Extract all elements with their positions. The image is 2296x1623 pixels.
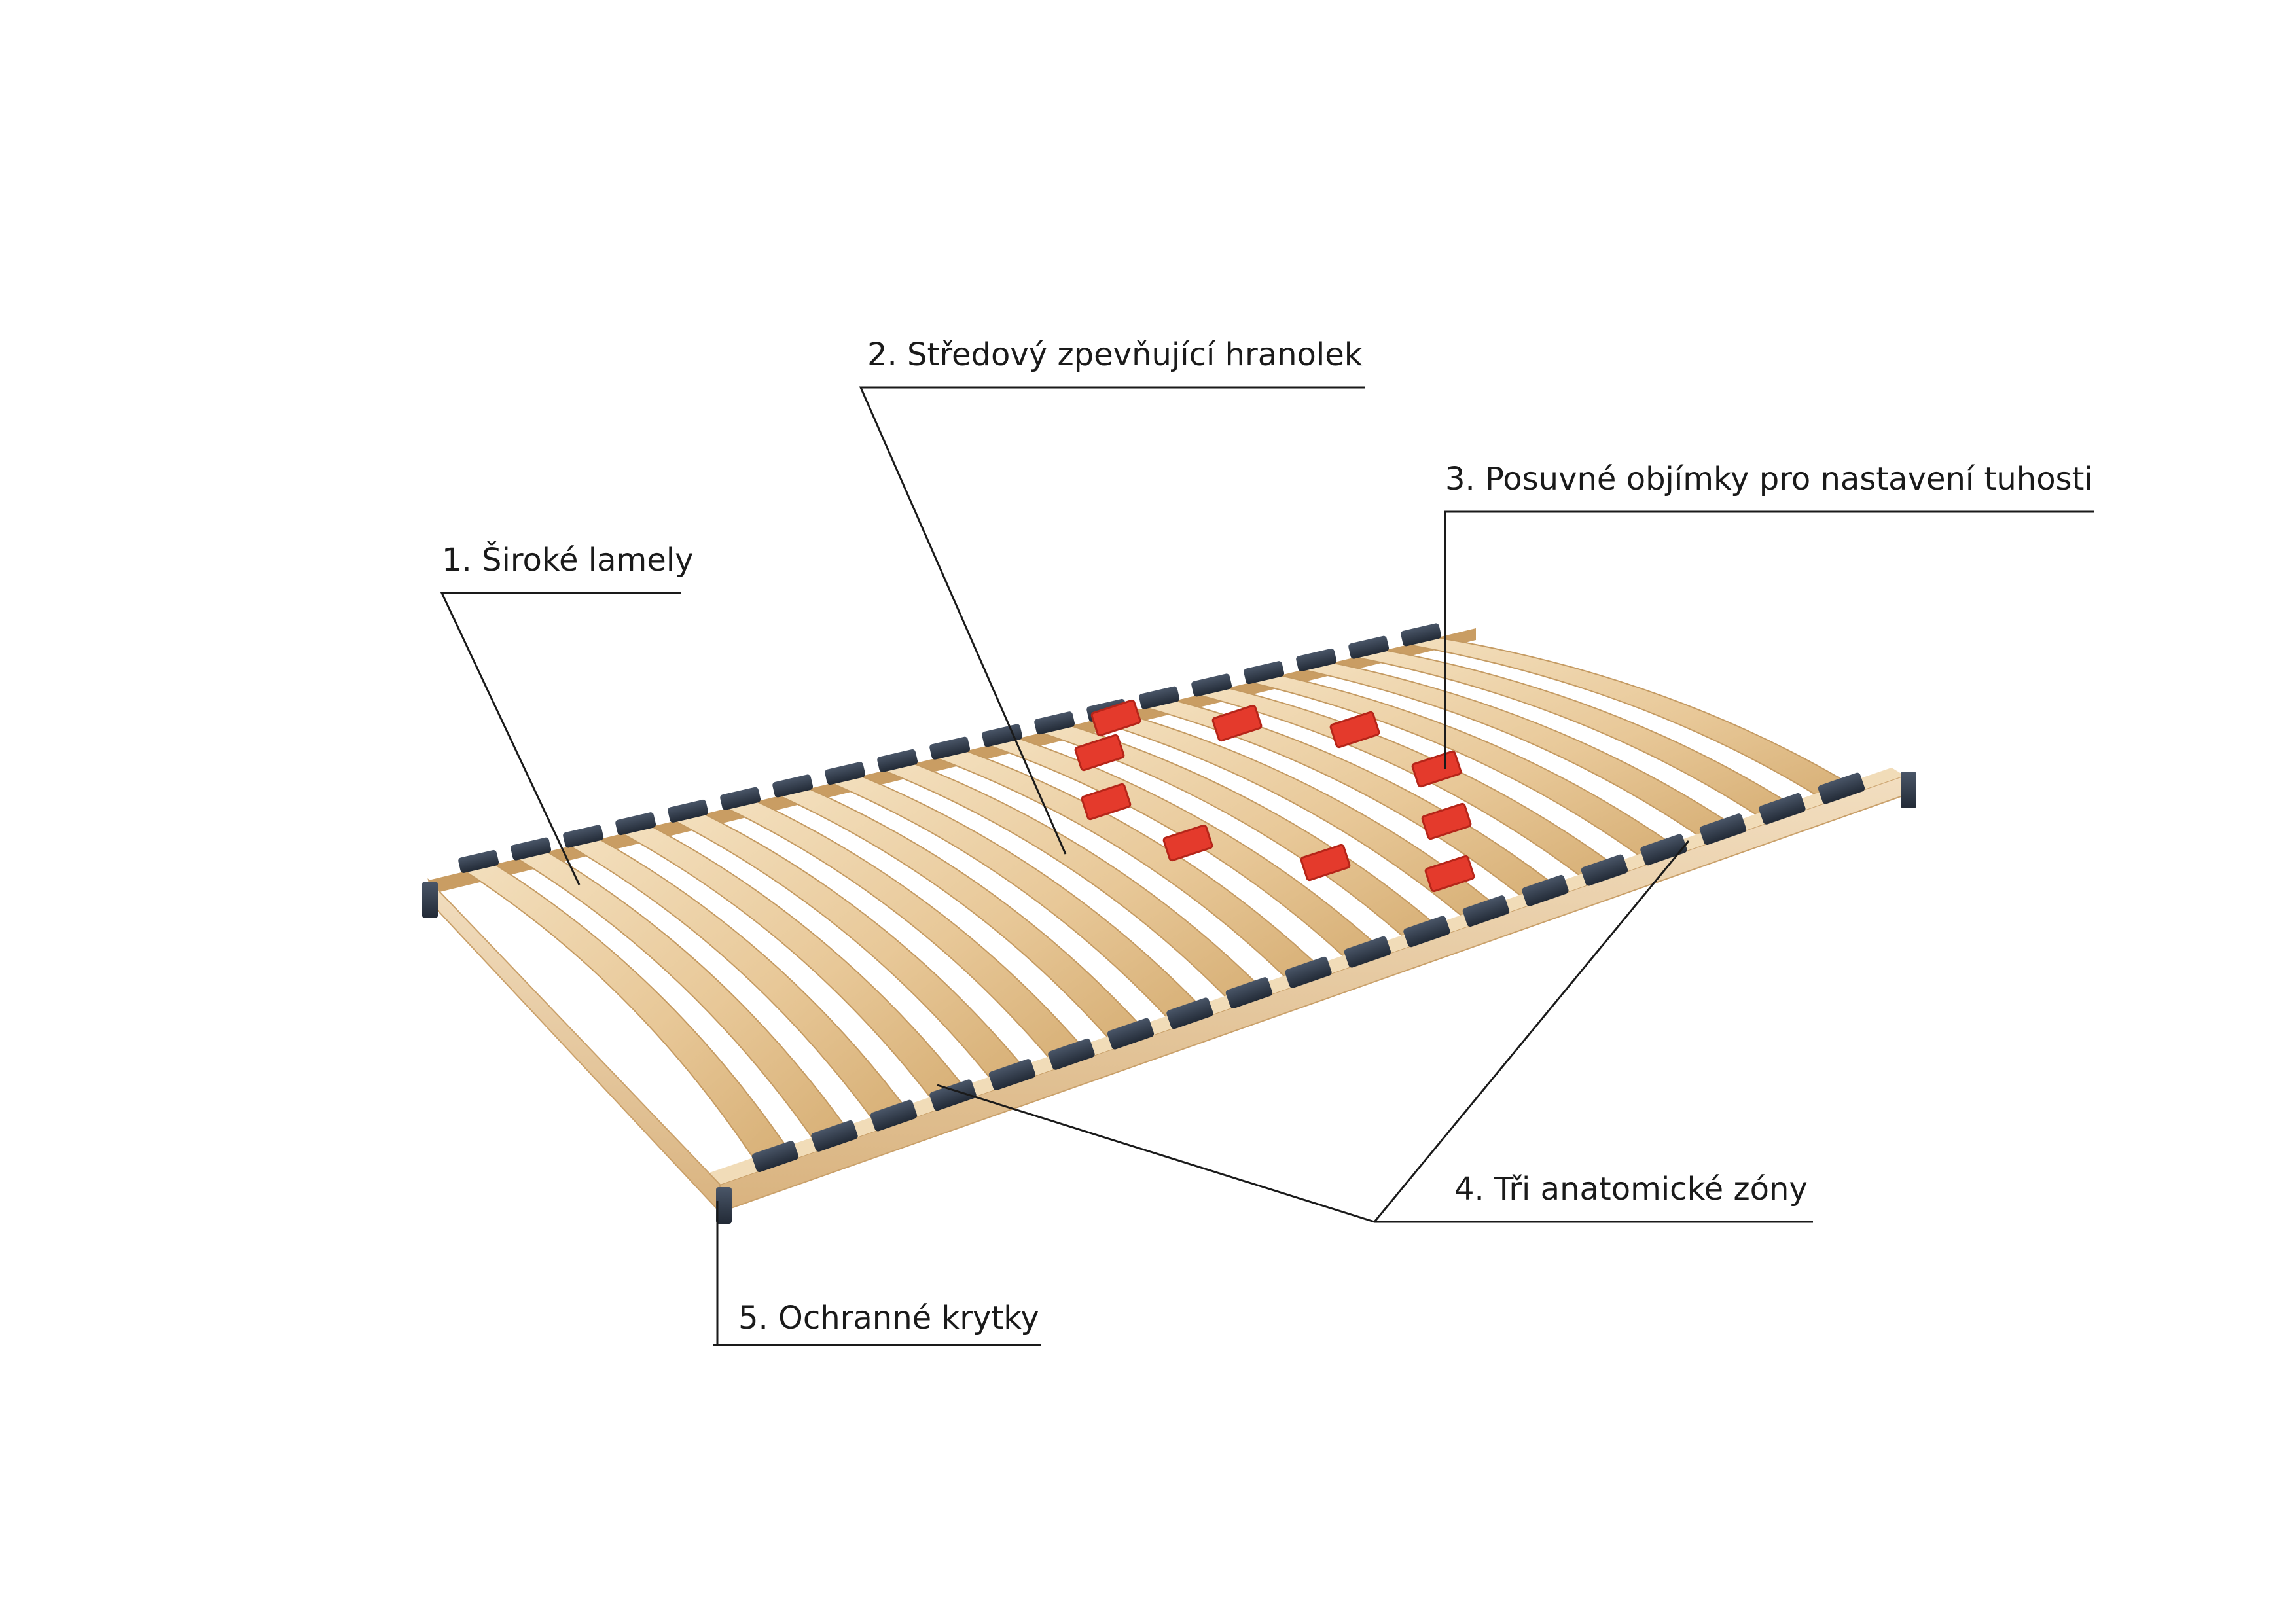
slat-cap xyxy=(1344,936,1391,968)
label-anatomic-zones: 4. Tři anatomické zóny xyxy=(1454,1171,1808,1207)
slat-cap xyxy=(1166,997,1213,1029)
slat-cap xyxy=(982,724,1023,747)
slat-cap xyxy=(1048,1038,1095,1070)
label-center-beam: 2. Středový zpevňující hranolek xyxy=(867,336,1363,373)
slat-cap xyxy=(1581,854,1628,886)
sliding-sleeve xyxy=(1074,734,1125,772)
slat-cap xyxy=(1225,977,1273,1008)
sliding-sleeve xyxy=(1329,711,1380,749)
slat-cap xyxy=(511,837,552,861)
sliding-sleeve xyxy=(1411,750,1462,788)
slat-cap xyxy=(1034,711,1075,735)
leader-anatomic-zones-2 xyxy=(1373,840,1690,1222)
protective-caps xyxy=(458,623,1865,1172)
corner-caps xyxy=(422,772,1916,1224)
slat-cap xyxy=(751,1141,799,1172)
label-wide-slats: 1. Široké lamely xyxy=(442,541,694,579)
corner-cap xyxy=(716,1187,732,1224)
slat-cap xyxy=(1296,648,1337,671)
slat-cap xyxy=(720,787,761,810)
slat-cap xyxy=(1403,916,1450,948)
sliding-sleeve xyxy=(1300,844,1351,882)
slat-cap xyxy=(772,774,814,798)
sliding-sleeve xyxy=(1162,824,1213,862)
slats xyxy=(463,637,1863,1171)
leader-sliding-sleeves xyxy=(1444,510,2094,769)
sliding-sleeve xyxy=(1081,783,1132,821)
slat-cap xyxy=(1759,793,1806,825)
slat-cap xyxy=(988,1059,1036,1090)
slat-cap xyxy=(1522,874,1569,906)
leader-center-beam xyxy=(859,386,1365,855)
slat-cap xyxy=(1107,1018,1155,1050)
slat-cap xyxy=(458,849,499,873)
slat-cap xyxy=(1818,772,1865,804)
slat-cap xyxy=(563,825,604,848)
slat-cap xyxy=(1348,635,1390,659)
slat-cap xyxy=(1285,956,1332,988)
label-sliding-sleeves: 3. Posuvné objímky pro nastavení tuhosti xyxy=(1445,461,2093,497)
slat-cap xyxy=(1462,895,1510,927)
slat-cap xyxy=(1401,623,1442,647)
slat-cap xyxy=(1139,686,1180,709)
corner-cap xyxy=(1901,772,1916,808)
slat-cap xyxy=(929,1079,977,1111)
slat-cap xyxy=(811,1120,858,1152)
slat-cap xyxy=(825,762,866,785)
sliding-sleeve xyxy=(1421,802,1472,840)
slat-cap xyxy=(668,799,709,823)
slat-cap xyxy=(1640,834,1687,866)
leader-lines xyxy=(440,386,2094,1346)
bed-frame xyxy=(422,623,1916,1224)
label-protective-caps: 5. Ochranné krytky xyxy=(738,1300,1039,1336)
leader-wide-slats xyxy=(440,592,681,885)
slat-cap xyxy=(1191,673,1232,697)
slat-cap xyxy=(615,812,656,836)
sliding-sleeve xyxy=(1090,699,1141,737)
slat-cap xyxy=(1244,661,1285,685)
slat-cap xyxy=(877,749,918,772)
sliding-sleeve xyxy=(1211,704,1263,742)
corner-cap xyxy=(422,882,438,918)
slat-cap xyxy=(1699,813,1747,845)
slat-cap xyxy=(929,736,971,760)
sliding-sleeve xyxy=(1424,855,1475,893)
slat-cap xyxy=(870,1099,918,1132)
sliding-sleeves xyxy=(1074,699,1475,893)
callout-labels: 1. Široké lamely 2. Středový zpevňující … xyxy=(442,336,2093,1336)
leader-protective-caps xyxy=(713,1201,719,1346)
